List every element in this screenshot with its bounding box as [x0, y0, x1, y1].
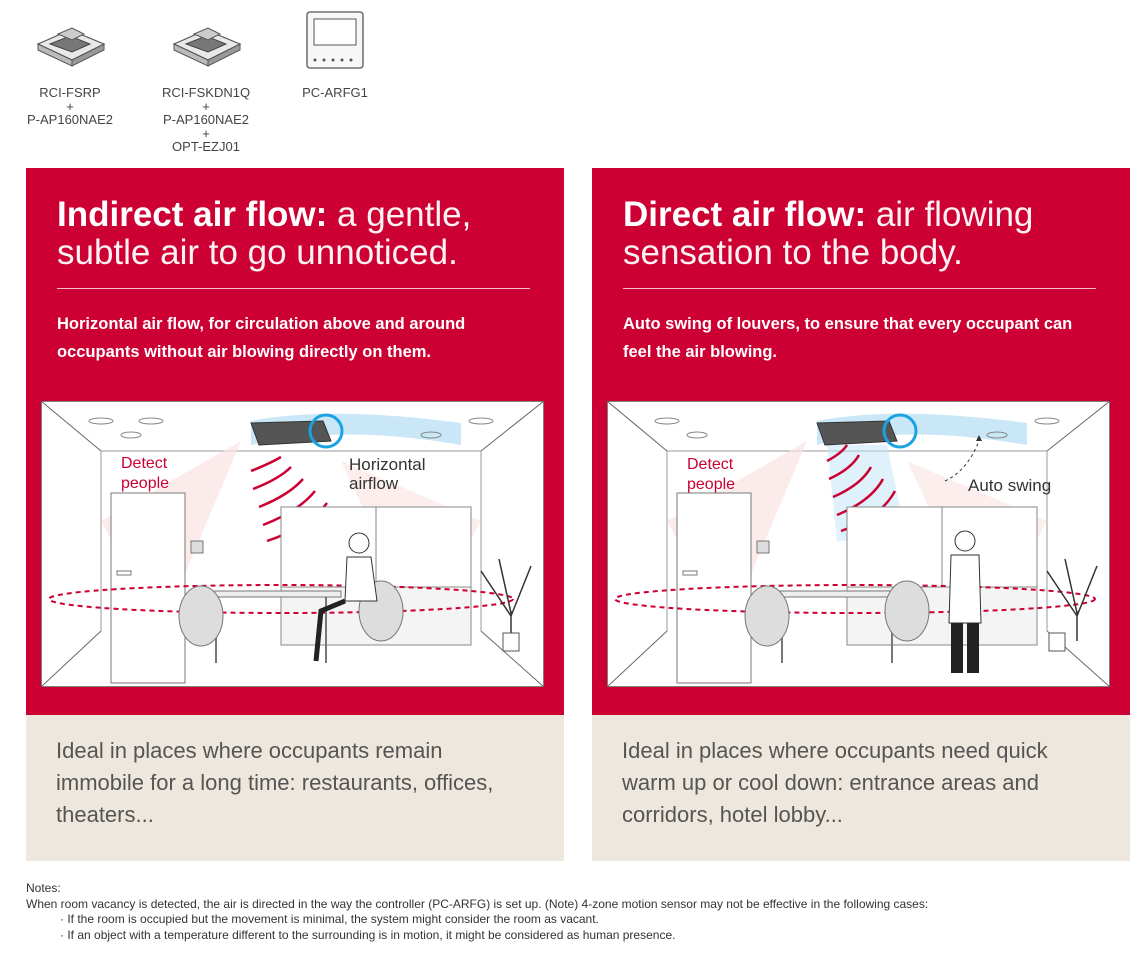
- product-line: +: [202, 125, 210, 141]
- ideal-usage-text: Ideal in places where occupants remain i…: [26, 715, 564, 861]
- cassette-unit-icon: [172, 27, 242, 67]
- ideal-usage-text: Ideal in places where occupants need qui…: [592, 715, 1130, 861]
- heading-bold: Indirect air flow:: [57, 195, 328, 234]
- panel-description: Horizontal air flow, for circulation abo…: [57, 315, 466, 361]
- panel-header: Indirect air flow: a gentle, subtle air …: [26, 168, 564, 715]
- product-1: RCI-FSRP + P-AP160NAE2: [22, 10, 118, 127]
- airflow-label: airflow: [349, 474, 399, 493]
- detect-label: people: [687, 476, 735, 493]
- cassette-unit-icon: [36, 27, 106, 67]
- heading-rest: air flowing sensation to the body.: [623, 195, 1034, 272]
- product-line: RCI-FSKDN1Q: [161, 85, 251, 100]
- direct-airflow-panel: Direct air flow: air flowing sensation t…: [592, 168, 1130, 861]
- detect-label: people: [121, 475, 169, 492]
- indirect-airflow-panel: Indirect air flow: a gentle, subtle air …: [26, 168, 564, 861]
- notes: Notes: When room vacancy is detected, th…: [26, 881, 928, 943]
- product-line: OPT-EZJ01: [172, 139, 240, 154]
- airflow-label: Auto swing: [968, 476, 1051, 495]
- product-2: RCI-FSKDN1Q + P-AP160NAE2 + OPT-EZJ01: [158, 10, 254, 154]
- notes-bullet: · If an object with a temperature differ…: [60, 927, 676, 942]
- divider: [57, 288, 530, 289]
- office-illustration: Detect people Horizontal airflow: [41, 401, 544, 687]
- product-line: P-AP160NAE2: [163, 112, 249, 127]
- product-line: P-AP160NAE2: [27, 112, 113, 127]
- remote-controller-icon: [306, 11, 364, 69]
- heading-rest: a gentle, subtle air to go unnoticed.: [57, 195, 472, 272]
- product-3: PC-ARFG1: [292, 10, 378, 100]
- divider: [623, 288, 1096, 289]
- detect-label: Detect: [121, 455, 168, 472]
- airflow-label: Horizontal: [349, 455, 426, 474]
- notes-title: Notes:: [26, 881, 61, 895]
- panel-heading: Direct air flow: air flowing sensation t…: [623, 196, 1100, 272]
- detect-label: Detect: [687, 456, 734, 473]
- office-illustration: Detect people Auto swing: [607, 401, 1110, 687]
- heading-bold: Direct air flow:: [623, 195, 867, 234]
- panel-description: Auto swing of louvers, to ensure that ev…: [623, 315, 1073, 361]
- product-line: PC-ARFG1: [302, 85, 368, 100]
- product-line: +: [66, 98, 74, 114]
- panel-heading: Indirect air flow: a gentle, subtle air …: [57, 196, 534, 272]
- product-line: +: [202, 98, 210, 114]
- panel-header: Direct air flow: air flowing sensation t…: [592, 168, 1130, 715]
- product-line: RCI-FSRP: [39, 85, 101, 100]
- notes-line: When room vacancy is detected, the air i…: [26, 896, 929, 911]
- notes-bullet: · If the room is occupied but the moveme…: [60, 912, 599, 926]
